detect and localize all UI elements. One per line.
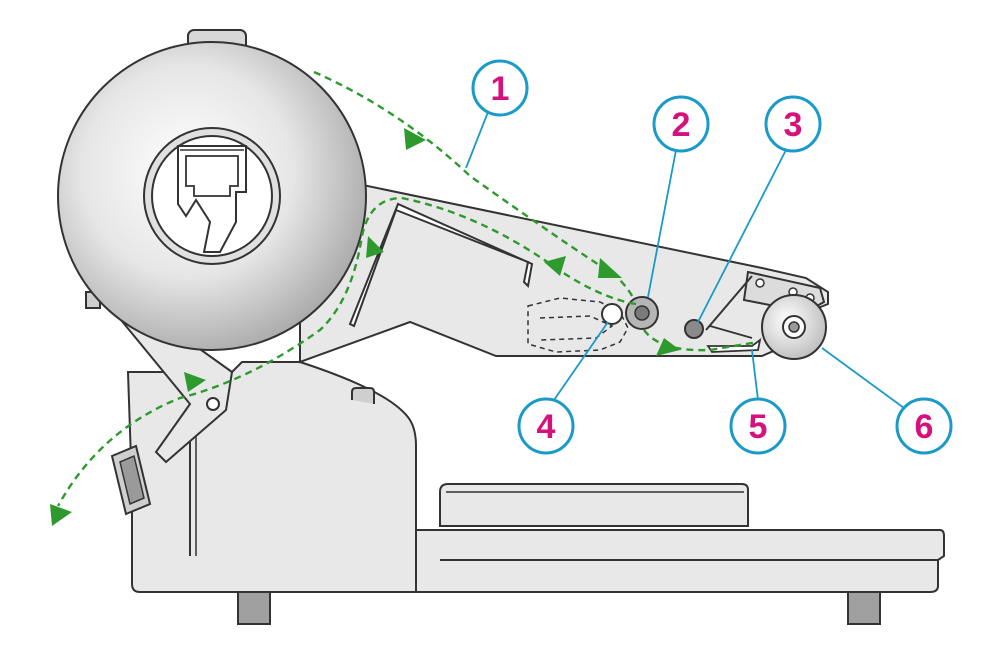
callout-2-label: 2 — [672, 106, 691, 144]
triangle-arrow-icon — [184, 372, 206, 392]
leader-2 — [647, 149, 677, 298]
blade-5 — [706, 337, 762, 353]
callout-4-label: 4 — [537, 408, 556, 446]
path-arrows — [50, 128, 680, 526]
housing-knob — [351, 387, 375, 404]
triangle-arrow-icon — [404, 128, 426, 150]
upper-arm — [299, 170, 829, 364]
callout-3-label: 3 — [784, 106, 803, 144]
leader-5 — [751, 349, 759, 401]
callout-3: 3 — [764, 95, 822, 153]
latch-inner — [119, 454, 145, 506]
paper-path-top — [313, 70, 636, 301]
dashed-mechanism — [527, 297, 629, 353]
callout-6-label: 6 — [915, 408, 934, 446]
blade-5-upper — [709, 325, 753, 339]
roller-2-hub — [634, 305, 650, 321]
triangle-arrow-icon — [50, 504, 72, 526]
roller-4 — [601, 303, 623, 325]
callout-1-label: 1 — [491, 70, 510, 108]
callout-6: 6 — [895, 397, 953, 455]
cutter-guide-line — [705, 275, 753, 331]
left-foot — [237, 587, 271, 625]
tray — [439, 483, 749, 527]
triangle-arrow-icon — [366, 236, 384, 258]
callout-5: 5 — [729, 397, 787, 455]
callout-4: 4 — [517, 397, 575, 455]
lever-pivot — [206, 397, 220, 411]
callout-leaders — [465, 111, 905, 409]
cutter-screw-1 — [755, 278, 765, 288]
triangle-arrow-icon — [656, 338, 680, 356]
guide-plate — [348, 202, 534, 328]
callout-5-label: 5 — [749, 408, 768, 446]
paper-path-lower — [643, 329, 759, 352]
roller-6-core — [788, 321, 800, 333]
leader-4 — [553, 321, 609, 401]
callout-1: 1 — [471, 59, 529, 117]
callout-2: 2 — [652, 95, 710, 153]
triangle-arrow-icon — [544, 256, 566, 276]
callouts: 1 2 3 4 5 6 — [471, 59, 953, 455]
leader-3 — [697, 149, 787, 323]
core-bracket-inner — [185, 155, 239, 197]
leader-1 — [465, 111, 489, 169]
leader-6 — [821, 347, 905, 409]
pin-3 — [684, 319, 704, 339]
dashed-mechanism-inner — [539, 315, 614, 341]
triangle-arrow-icon — [598, 258, 622, 278]
right-foot — [847, 587, 881, 625]
